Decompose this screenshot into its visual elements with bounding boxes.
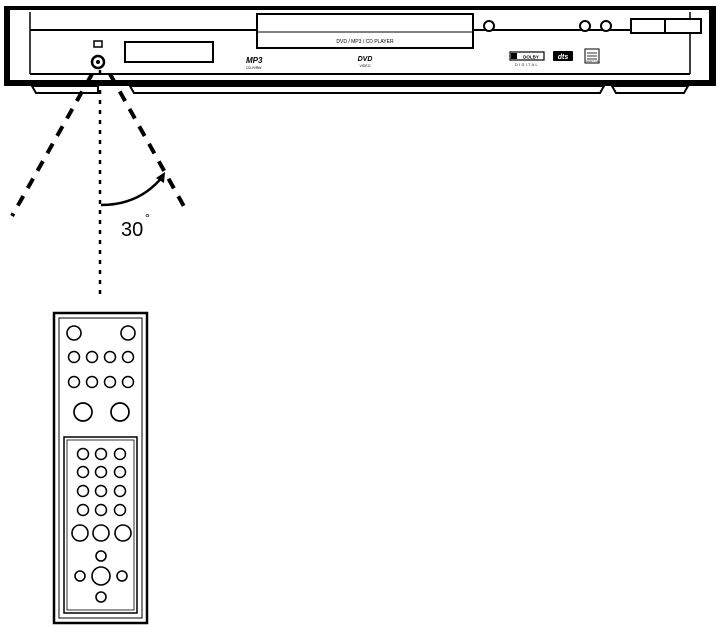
power-button-icon [483,20,495,32]
remote-keypad [76,447,127,517]
beam-left-line [10,73,94,217]
angle-unit: ° [145,211,150,225]
player-foot-left [30,85,99,94]
dolby-logo: DOLBY [523,55,539,60]
mp3-logo: MP3 [246,56,263,65]
ir-sensor-center [96,60,100,64]
remote-control [52,311,149,625]
remote-big-right-button [110,402,130,422]
stop-button-icon [600,20,612,32]
dvd-sublabel: VIDEO [360,64,371,68]
angle-arc [100,175,164,207]
remote-lower-panel-inner [66,439,135,611]
tray-label: DVD / MP3 / CD PLAYER [336,39,394,45]
remote-open-button [120,325,136,341]
standby-led [93,40,103,48]
play-button-icon [579,20,591,32]
dvd-logo: DVD [358,56,373,63]
mp3-sublabel: CD-R/RW [246,66,262,70]
player-base-strip [128,85,606,94]
ir-beam: 30 ° [10,70,188,300]
cd-logo: COMPACT DISC [584,60,600,63]
remote-power-button [66,325,82,341]
open-close-button [630,18,666,34]
remote-big-left-button [73,402,93,422]
dvd-player: DVD / MP3 / CD PLAYER MP3 CD-R/RW DVD VI… [4,6,716,94]
disc-tray [256,13,474,49]
dolby-logo-box [509,51,545,61]
remote-inner-outline [58,317,143,619]
dolby-dd-icon [511,53,517,59]
display-window [124,41,214,63]
dts-logo: dts [558,54,569,61]
player-foot-right [610,85,690,94]
angle-label: 30 [121,219,143,241]
skip-button [664,18,702,34]
remote-row-1 [67,350,135,364]
remote-nav-cluster [71,524,132,603]
dts-logo-box [553,51,573,61]
angle-arrowhead [156,172,165,183]
remote-row-2 [67,375,135,389]
beam-right-line [108,73,188,211]
dolby-sublabel: DIGITAL [515,63,539,67]
